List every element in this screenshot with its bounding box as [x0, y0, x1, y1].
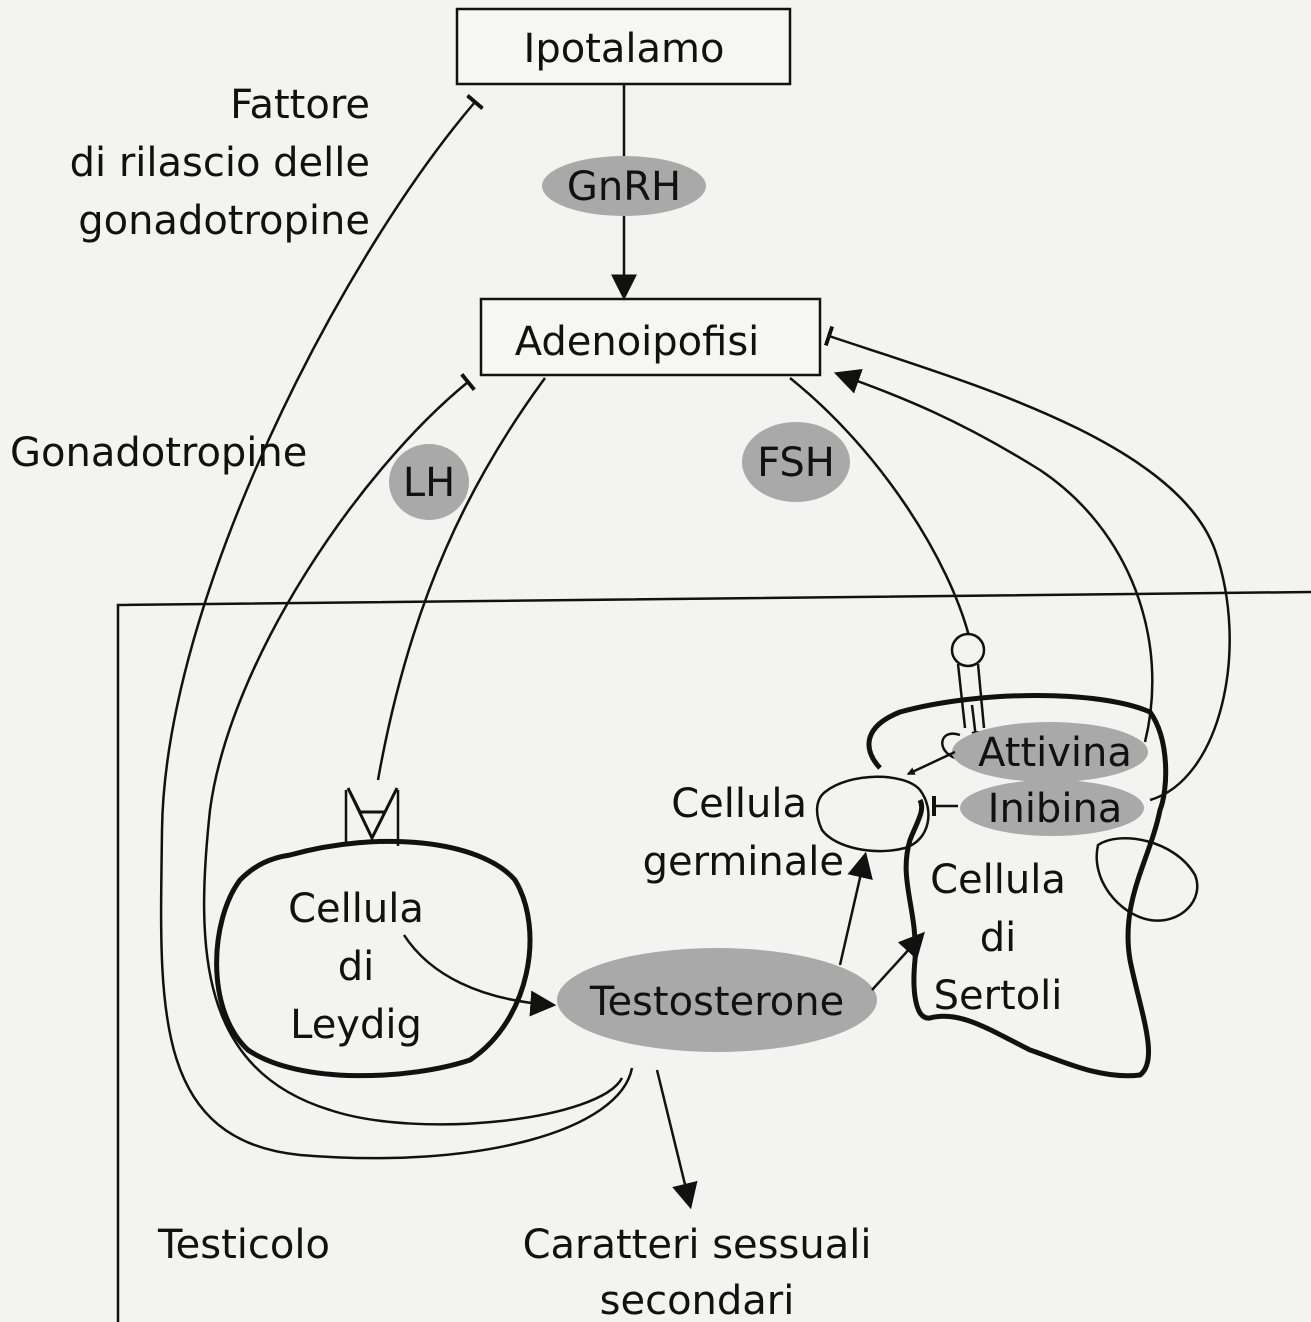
adenoipofisi-label: Adenoipofisi: [515, 319, 760, 365]
lh-label: LH: [403, 460, 455, 506]
attivina-to-germinale-arrow: [908, 752, 955, 774]
leydig-label-line1: Cellula: [288, 886, 424, 932]
attivina-label: Attivina: [978, 730, 1132, 776]
testosterone-label: Testosterone: [589, 979, 844, 1025]
inibina-label: Inibina: [988, 786, 1123, 832]
caratteri-label-line2: secondari: [600, 1278, 795, 1322]
lh-pathway-line: [378, 378, 545, 780]
sertoli-label-line2: di: [980, 915, 1017, 961]
sertoli-label-line3: Sertoli: [934, 973, 1063, 1019]
fattore-label-line1: Fattore: [230, 82, 370, 128]
germinale-label-line1: Cellula: [671, 781, 807, 827]
gnrh-label: GnRH: [567, 164, 681, 210]
fsh-receptor-stem-1: [958, 664, 965, 728]
lh-open-arrowhead: [348, 788, 397, 838]
leydig-label-line3: Leydig: [290, 1002, 422, 1048]
leydig-label-line2: di: [338, 944, 375, 990]
fattore-label-line2: di rilascio delle: [70, 140, 370, 186]
fsh-label: FSH: [757, 440, 835, 486]
germinale-label-line2: germinale: [643, 839, 844, 885]
fattore-label-line3: gonadotropine: [78, 198, 370, 244]
testosterone-to-caratteri-arrow: [657, 1070, 690, 1205]
attivina-to-adenoipofisi-arrow: [838, 374, 1152, 742]
sertoli-label-line1: Cellula: [930, 857, 1066, 903]
testicolo-label: Testicolo: [157, 1222, 330, 1268]
fsh-receptor: [952, 634, 984, 666]
caratteri-label-line1: Caratteri sessuali: [523, 1222, 872, 1268]
ipotalamo-label: Ipotalamo: [524, 26, 725, 72]
